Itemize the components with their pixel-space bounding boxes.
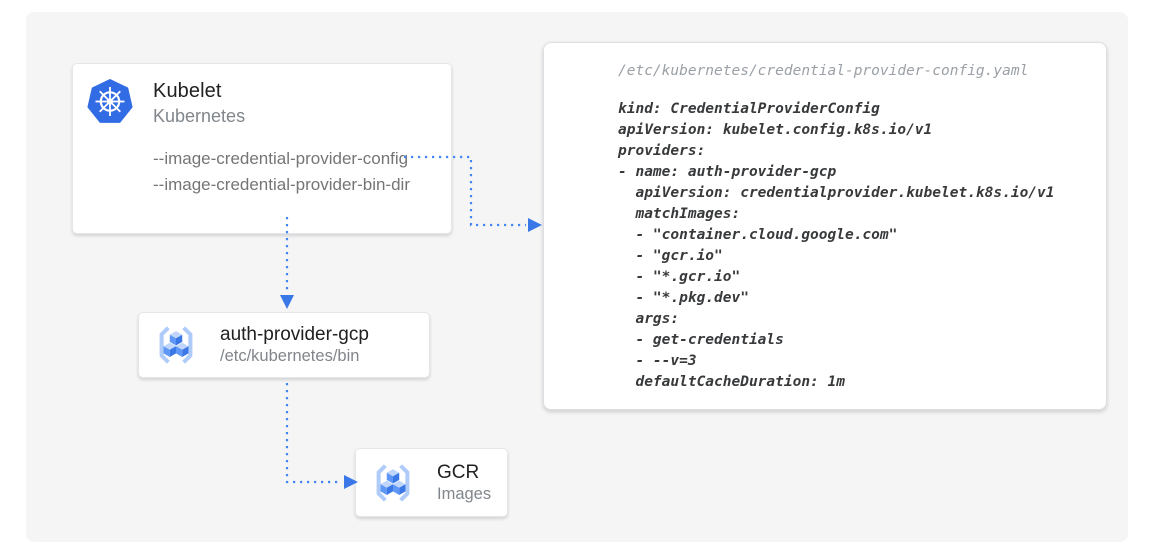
kubelet-subtitle: Kubernetes [153, 106, 246, 126]
kubelet-title: Kubelet [153, 80, 222, 102]
yaml-code: kind: CredentialProviderConfig apiVersio… [618, 101, 1055, 390]
auth-provider-path: /etc/kubernetes/bin [220, 347, 360, 365]
kubelet-flag: --image-credential-provider-bin-dir [153, 175, 410, 194]
auth-provider-card: auth-provider-gcp /etc/kubernetes/bin [138, 312, 430, 378]
kubelet-flag: --image-credential-provider-config [153, 149, 409, 168]
gcr-subtitle: Images [437, 484, 492, 503]
gcr-title: GCR [437, 461, 480, 483]
container-registry-icon [376, 463, 410, 502]
yaml-file-path: /etc/kubernetes/credential-provider-conf… [618, 63, 1029, 79]
gcr-card: GCR Images [355, 448, 508, 517]
kubernetes-icon [87, 79, 133, 123]
kubelet-card: Kubelet Kubernetes --image-credential-pr… [72, 63, 452, 234]
auth-provider-title: auth-provider-gcp [220, 324, 369, 345]
container-registry-icon [159, 326, 193, 364]
credential-provider-config-card: /etc/kubernetes/credential-provider-conf… [543, 42, 1107, 410]
kubelet-flags: --image-credential-provider-config --ima… [153, 146, 410, 198]
